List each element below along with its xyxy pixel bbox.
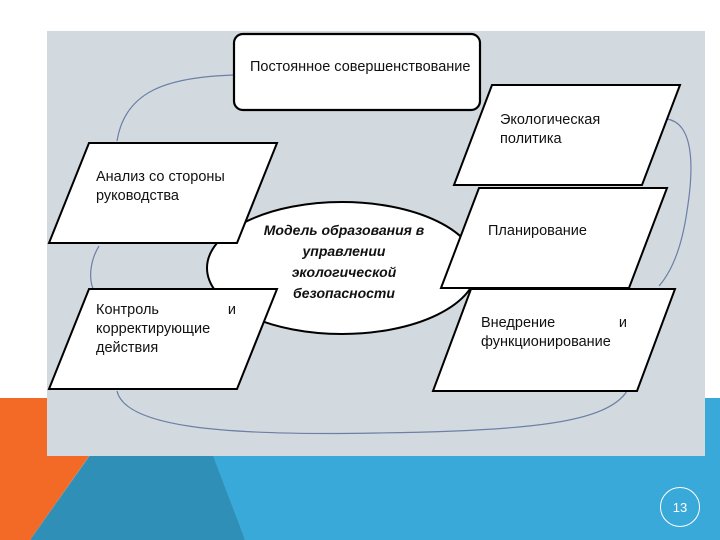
analysis-label: Анализ со стороны руководства (96, 168, 225, 206)
implementation-line-2: функционирование (481, 334, 611, 350)
center-label-line-4: безопасности (293, 285, 395, 301)
eco-policy-line-1: Экологическая (500, 112, 601, 128)
center-label-line-2: управлении (302, 243, 386, 259)
top-box-shape (232, 32, 482, 112)
dark-blue-triangle-shape (30, 448, 245, 540)
eco-policy-line-2: политика (500, 131, 562, 147)
control-connector-word: и (227, 302, 236, 318)
implementation-line-1: Внедрение (481, 315, 556, 331)
implementation-shape (431, 288, 677, 392)
center-label: Модель образования в управлении экологич… (250, 220, 438, 304)
page-number-badge: 13 (660, 487, 700, 527)
center-label-line-3: экологической (291, 264, 397, 280)
analysis-shape (47, 142, 279, 244)
top-box-label: Постоянное совершенствование (250, 59, 471, 75)
implementation-label: Внедрение и функционирование (481, 314, 627, 352)
center-label-line-1: Модель образования в (263, 222, 425, 238)
eco-policy-shape (452, 84, 682, 186)
connector-curve-bottom (116, 390, 628, 435)
control-line-3: действия (96, 340, 159, 356)
control-line-1: Контроль (96, 302, 159, 318)
control-label: Контроль и корректирующие действия (96, 301, 236, 358)
planning-label: Планирование (488, 223, 587, 239)
connector-curve-left-top (116, 74, 236, 142)
control-shape (47, 288, 279, 390)
connector-curve-right-top (658, 118, 692, 287)
analysis-line-1: Анализ со стороны (96, 169, 225, 185)
diagram-shapes (47, 32, 692, 435)
connector-curve-left-middle (90, 245, 100, 294)
control-line-2: корректирующие (96, 321, 211, 337)
eco-policy-label: Экологическая политика (500, 111, 600, 149)
implementation-connector-word: и (618, 315, 627, 331)
analysis-line-2: руководства (96, 188, 179, 204)
